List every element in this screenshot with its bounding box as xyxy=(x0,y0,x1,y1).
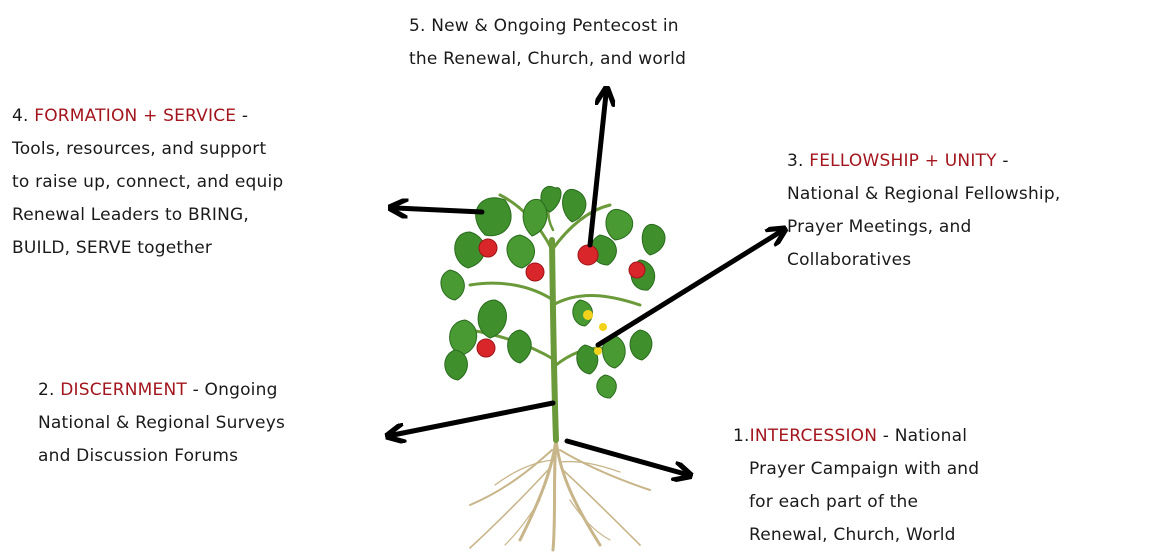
item-4-heading-line: 4. FORMATION + SERVICE - xyxy=(12,100,283,133)
item-3-line-3: Collaboratives xyxy=(787,250,912,270)
arrow-to-item2 xyxy=(393,400,556,435)
arrows xyxy=(393,94,780,474)
arrow-to-item4 xyxy=(396,208,485,212)
item-4-block: 4. FORMATION + SERVICE - Tools, resource… xyxy=(12,100,283,265)
item-2-line-1: National & Regional Surveys xyxy=(38,413,286,433)
item-1-number: 1. xyxy=(733,426,750,446)
item-3-heading-line: 3. FELLOWSHIP + UNITY - xyxy=(787,145,1060,178)
plant-leaves xyxy=(440,185,666,399)
plant-roots xyxy=(469,438,651,552)
plant-flowers xyxy=(583,310,607,355)
item-5-line-2: the Renewal, Church, and world xyxy=(409,49,687,69)
item-1-line-3: Renewal, Church, World xyxy=(749,525,956,545)
arrow-to-item1 xyxy=(564,438,685,474)
item-1-block: 1.INTERCESSION - National Prayer Campaig… xyxy=(733,420,979,552)
item-3-line-2: Prayer Meetings, and xyxy=(787,217,972,237)
item-1-heading: INTERCESSION xyxy=(749,426,878,446)
item-4-line-3: Renewal Leaders to BRING, xyxy=(12,205,249,225)
item-1-line-1: Prayer Campaign with and xyxy=(749,459,980,479)
item-4-line-4: BUILD, SERVE together xyxy=(12,238,213,258)
item-2-line-2: and Discussion Forums xyxy=(38,446,239,466)
item-1-heading-line: 1.INTERCESSION - National xyxy=(733,420,979,453)
item-4-separator: - xyxy=(241,106,249,126)
item-3-line-1: National & Regional Fellowship, xyxy=(787,184,1061,204)
item-4-line-2: to raise up, connect, and equip xyxy=(12,172,284,192)
item-3-number: 3. xyxy=(787,151,804,171)
item-3-heading: FELLOWSHIP + UNITY xyxy=(809,151,997,171)
item-1-heading-rest: - National xyxy=(882,426,968,446)
item-2-heading: DISCERNMENT xyxy=(60,380,187,400)
item-3-separator: - xyxy=(1002,151,1009,171)
item-2-block: 2. DISCERNMENT - Ongoing National & Regi… xyxy=(38,374,285,473)
item-4-number: 4. xyxy=(12,106,29,126)
arrow-to-item3 xyxy=(595,232,780,348)
item-4-heading: FORMATION + SERVICE xyxy=(34,106,237,126)
arrow-to-item5 xyxy=(587,94,606,248)
item-2-number: 2. xyxy=(38,380,55,400)
plant-tomatoes xyxy=(476,238,646,358)
item-3-block: 3. FELLOWSHIP + UNITY - National & Regio… xyxy=(787,145,1060,277)
item-1-line-2: for each part of the xyxy=(749,492,919,512)
item-5-line-1: 5. New & Ongoing Pentecost in xyxy=(409,16,679,36)
item-2-heading-rest: - Ongoing xyxy=(192,380,278,400)
item-4-line-1: Tools, resources, and support xyxy=(12,139,267,159)
item-2-heading-line: 2. DISCERNMENT - Ongoing xyxy=(38,374,285,407)
item-5-block: 5. New & Ongoing Pentecost in the Renewa… xyxy=(409,10,686,76)
